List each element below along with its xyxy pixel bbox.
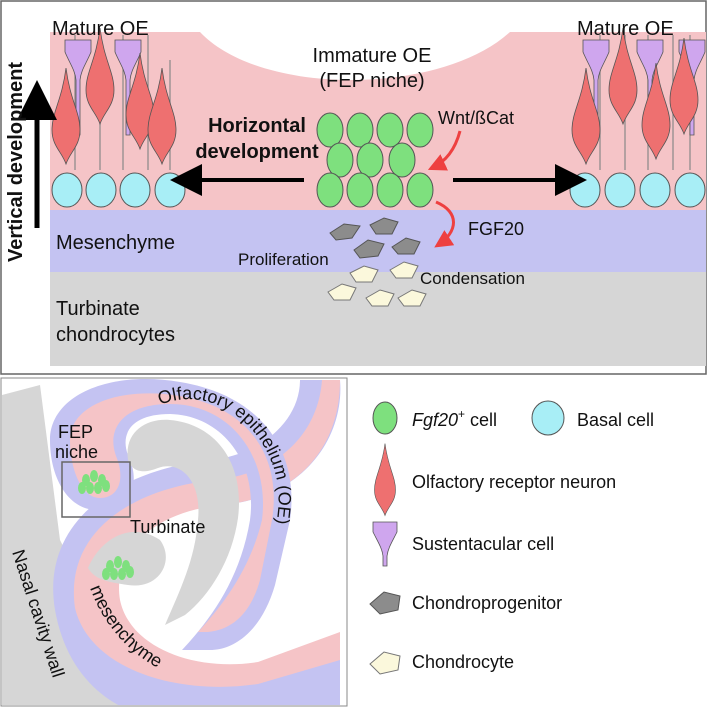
legend-chondroprogenitor-label: Chondroprogenitor	[412, 593, 562, 613]
niche-label: niche	[55, 442, 98, 462]
legend-sustentacular-label: Sustentacular cell	[412, 534, 554, 554]
fep-label: FEP	[58, 422, 93, 442]
fep-niche-cells	[78, 470, 110, 494]
immature-oe-label: Immature OE	[313, 45, 432, 67]
basal-cell-icon	[531, 400, 565, 436]
legend-chondrocyte: Chondrocyte	[369, 651, 514, 675]
chondroprogenitor-icon	[369, 591, 401, 615]
legend-fgf20-label: Fgf20+ cell	[412, 407, 497, 430]
horizontal-label-2: development	[195, 141, 319, 163]
fgf20-signal-arrow	[434, 200, 455, 248]
cartilage-layer	[50, 270, 706, 366]
fep-niche-box	[61, 461, 131, 518]
chondroprogenitor-cluster	[329, 217, 421, 259]
nasal-cavity-wall	[2, 385, 150, 705]
epithelium-layer	[50, 32, 706, 210]
legend-basal: Basal cell	[531, 400, 654, 436]
legend-chondroprogenitor: Chondroprogenitor	[369, 591, 562, 615]
neuron-icon	[374, 443, 396, 516]
chondrocyte-cluster	[327, 261, 427, 307]
legend-sustentacular: Sustentacular cell	[372, 521, 554, 567]
mesenchyme-layer	[50, 210, 706, 272]
turbinate-label: Turbinate	[130, 517, 205, 537]
turbinate-chondrocytes-label-1: Turbinate	[56, 298, 140, 320]
fep-niche-label: (FEP niche)	[319, 70, 424, 92]
legend-neuron: Olfactory receptor neuron	[374, 443, 616, 516]
upper-epithelium-fold	[70, 393, 274, 632]
fgf20-name: Fgf20	[412, 410, 458, 430]
fgf20-cluster	[316, 112, 434, 208]
mesenchyme-label: Mesenchyme	[56, 232, 175, 254]
fgf20-label: FGF20	[468, 219, 524, 239]
legend: Fgf20+ cell Basal cell Olfactory recepto…	[369, 400, 654, 675]
chondrocyte-icon	[369, 651, 401, 675]
fgf20-sup: +	[458, 407, 465, 421]
horizontal-label-1: Horizontal	[208, 115, 306, 137]
mature-oe-left	[51, 27, 186, 208]
bottom-panel: FEP niche Turbinate Olfactory epithelium…	[0, 377, 348, 707]
bottom-panel-frame	[0, 377, 348, 707]
wnt-signal-arrow	[427, 130, 462, 171]
proliferation-label: Proliferation	[238, 250, 329, 269]
mature-oe-right-label: Mature OE	[577, 18, 674, 40]
lower-fgf20-cells	[102, 556, 134, 580]
legend-chondrocyte-label: Chondrocyte	[412, 652, 514, 672]
turbinate-core	[127, 419, 240, 625]
wnt-label: Wnt/ßCat	[438, 108, 514, 128]
legend-basal-label: Basal cell	[577, 410, 654, 430]
top-panel: Mature OE Mature OE Immature OE (FEP nic…	[0, 0, 707, 375]
condensation-label: Condensation	[420, 269, 525, 288]
sustentacular-cell-icon	[372, 521, 398, 567]
legend-neuron-label: Olfactory receptor neuron	[412, 472, 616, 492]
mature-oe-left-label: Mature OE	[52, 18, 149, 40]
legend-fgf20: Fgf20+ cell	[372, 401, 497, 435]
turbinate-chondrocytes-label-2: chondrocytes	[56, 324, 175, 346]
vertical-development-label: Vertical development	[5, 62, 27, 262]
fgf20-suffix: cell	[465, 410, 497, 430]
mature-oe-right	[569, 27, 706, 208]
fgf20-cell-icon	[372, 401, 398, 435]
